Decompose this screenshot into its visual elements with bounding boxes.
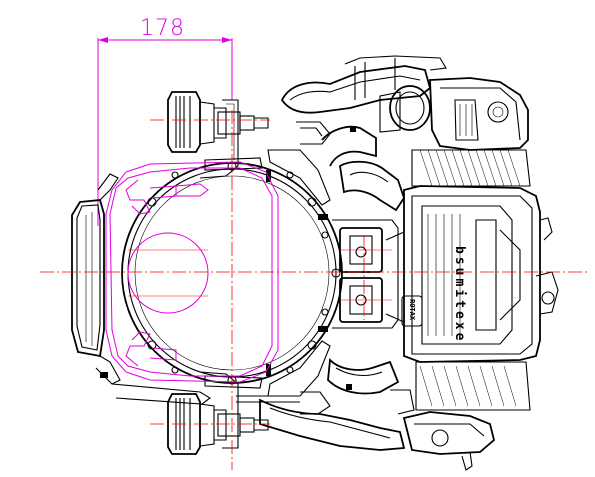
cylinder-silhouette [105,161,279,383]
rotax-badge-text: ROTAX [408,299,416,321]
engine-outline: ROTAX bsumitexe [71,55,559,471]
centerlines [40,110,590,470]
dimension-annotation: 178 [97,16,233,226]
dimension-label: 178 [140,16,185,41]
cover-emboss-text: bsumitexe [452,246,467,343]
